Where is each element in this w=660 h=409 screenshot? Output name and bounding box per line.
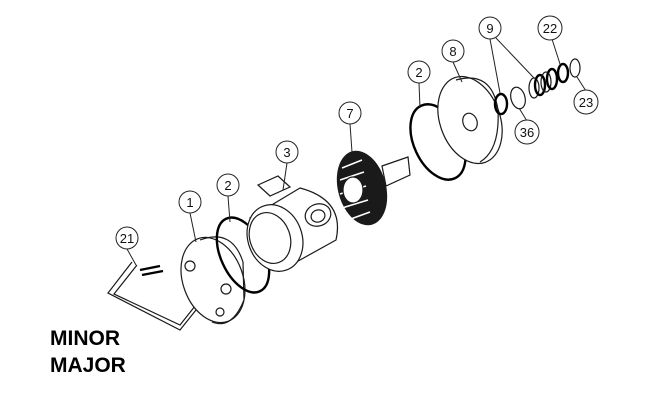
part-7-impeller [336,150,411,226]
callout-8: 8 [441,39,465,63]
callout-1: 1 [178,190,202,214]
svg-text:9: 9 [486,21,493,36]
svg-text:23: 23 [579,95,593,110]
svg-text:8: 8 [449,44,456,59]
caption-minor: MINOR [50,327,120,350]
svg-text:36: 36 [520,125,534,140]
callout-2-left: 2 [216,173,240,197]
callout-21: 21 [115,226,139,250]
svg-text:3: 3 [283,145,290,160]
svg-text:21: 21 [120,231,134,246]
callout-23: 23 [573,89,599,115]
svg-text:7: 7 [346,106,353,121]
part-36-ring [510,86,526,110]
part-22-washer [556,62,570,84]
thread-marks-upper [139,264,164,277]
callout-36: 36 [514,119,540,145]
part-8-wear-plate [437,75,503,165]
callout-9: 9 [478,16,502,40]
callout-2-right: 2 [407,60,431,84]
part-3-pump-body [246,175,338,272]
leader-lines [126,37,587,266]
callout-22: 22 [537,15,563,41]
callout-7: 7 [338,101,362,125]
part-1-end-cover [180,236,246,325]
part-9-seals [493,67,559,116]
svg-text:1: 1 [186,195,193,210]
svg-text:2: 2 [224,178,231,193]
svg-text:22: 22 [543,21,557,36]
svg-text:2: 2 [415,65,422,80]
callout-3: 3 [275,140,299,164]
caption-major: MAJOR [50,354,126,377]
part-23-circlip [569,58,581,78]
